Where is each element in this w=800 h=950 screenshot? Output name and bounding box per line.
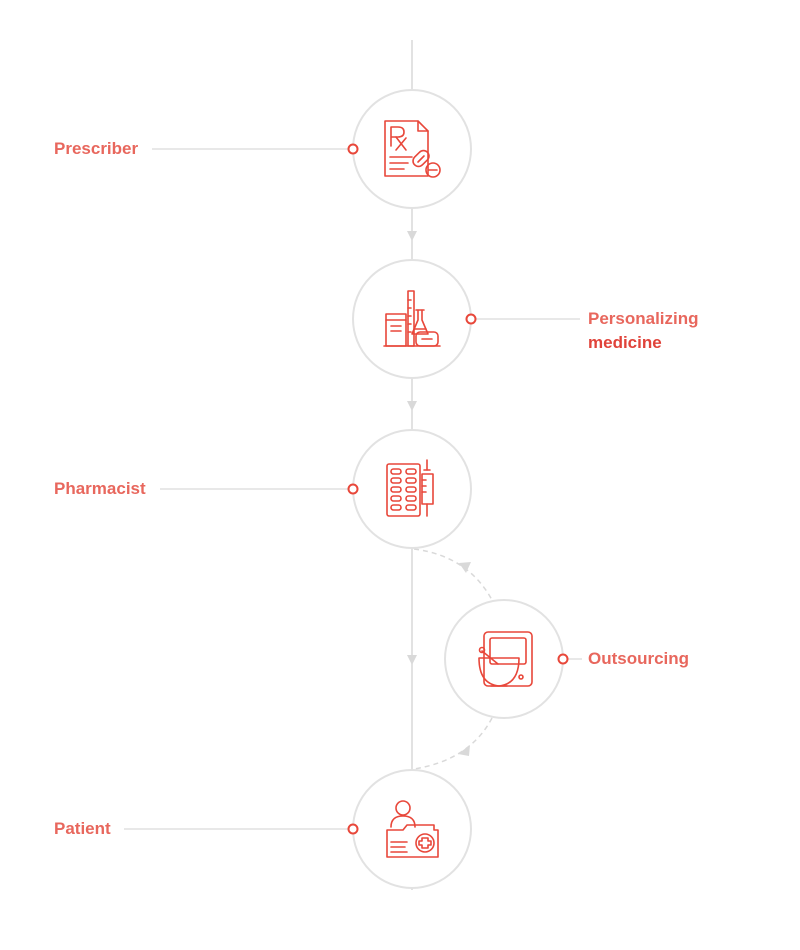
node-circle — [444, 599, 564, 719]
flow-arrow — [407, 231, 417, 241]
node-circle — [352, 89, 472, 209]
node-outsourcing: Outsourcing — [444, 599, 689, 719]
connector-dot — [557, 653, 569, 665]
connector-dot — [347, 143, 359, 155]
node-label: Patient — [54, 819, 111, 838]
node-circle — [352, 429, 472, 549]
outsourcing-branch-back — [413, 717, 493, 770]
connector-dot — [347, 483, 359, 495]
node-label: Pharmacist — [54, 479, 146, 498]
mortar-pestle-icon — [478, 631, 533, 687]
flow-arrow — [407, 655, 417, 665]
node-circle — [352, 769, 472, 889]
node-pharmacist: Pharmacist — [54, 429, 472, 549]
connector-dot — [347, 823, 359, 835]
node-label: Personalizing — [588, 309, 699, 328]
outsourcing-branch-out — [413, 548, 493, 601]
flow-arrow — [459, 562, 471, 573]
connector-dot — [465, 313, 477, 325]
node-personalizing-medicine: Personalizing medicine — [352, 259, 699, 379]
node-circle — [352, 259, 472, 379]
patient-folder-icon — [386, 800, 439, 858]
flow-arrow — [407, 401, 417, 411]
pill-blister-syringe-icon — [386, 459, 434, 517]
flow-arrow — [458, 745, 470, 756]
lab-equipment-icon — [383, 290, 441, 347]
node-label: Outsourcing — [588, 649, 689, 668]
node-prescriber: Prescriber — [54, 89, 472, 209]
node-label-line2: medicine — [588, 333, 662, 352]
node-patient: Patient — [54, 769, 472, 889]
prescription-icon — [384, 120, 441, 178]
node-label: Prescriber — [54, 139, 138, 158]
